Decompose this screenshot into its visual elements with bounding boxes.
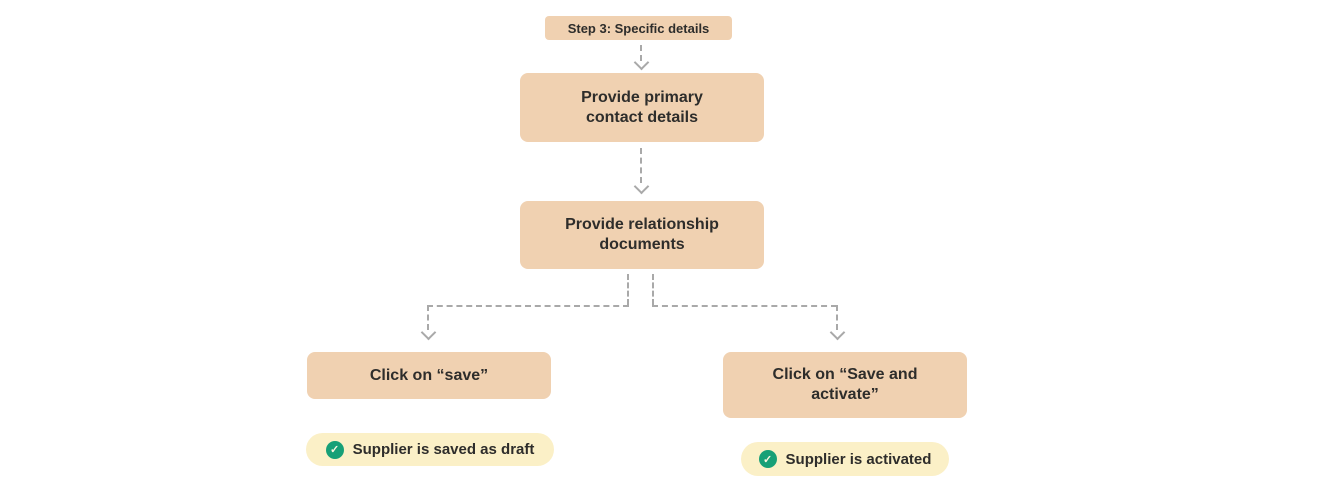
dashed-connector-primary-to-documents xyxy=(640,148,642,183)
node-provide-relationship-documents: Provide relationship documents xyxy=(520,201,764,269)
dashed-connector-header-to-primary xyxy=(640,45,642,61)
dashed-branch-down-left xyxy=(427,305,429,330)
arrowhead-down-icon xyxy=(633,178,650,195)
dashed-branch-horizontal-left xyxy=(427,305,629,307)
check-circle-icon: ✓ xyxy=(325,440,344,459)
dashed-branch-down-right xyxy=(836,305,838,330)
arrowhead-down-icon xyxy=(829,324,846,341)
dashed-branch-stub-right xyxy=(652,274,654,305)
result-pill-label: Supplier is saved as draft xyxy=(352,441,535,458)
result-pill-saved-as-draft: ✓ Supplier is saved as draft xyxy=(306,433,554,466)
result-pill-label: Supplier is activated xyxy=(785,450,932,468)
result-pill-activated: ✓ Supplier is activated xyxy=(741,442,949,476)
dashed-branch-horizontal-right xyxy=(652,305,837,307)
step-header-node: Step 3: Specific details xyxy=(545,16,732,40)
node-provide-primary-contact-details: Provide primary contact details xyxy=(520,73,764,142)
node-click-on-save: Click on “save” xyxy=(307,352,551,399)
arrowhead-down-icon xyxy=(633,54,650,71)
check-circle-icon: ✓ xyxy=(758,450,777,468)
dashed-branch-stub-left xyxy=(627,274,629,305)
arrowhead-down-icon xyxy=(420,324,437,341)
node-click-on-save-and-activate: Click on “Save and activate” xyxy=(723,352,967,418)
